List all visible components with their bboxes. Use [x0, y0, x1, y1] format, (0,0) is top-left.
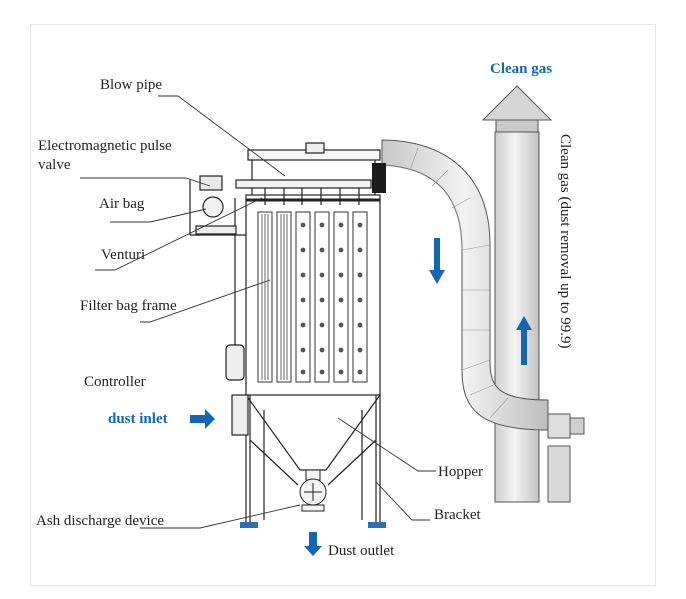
- filter-housing: [189, 142, 381, 525]
- label-air-bag: Air bag: [99, 196, 145, 212]
- stack-up-arrow: [516, 316, 532, 365]
- label-dust-inlet: dust inlet: [108, 411, 168, 427]
- label-hopper: Hopper: [438, 464, 483, 480]
- label-pulse-valve-1: Electromagnetic pulse: [38, 138, 172, 154]
- label-dust-outlet: Dust outlet: [328, 543, 395, 559]
- label-filter-bag-frame: Filter bag frame: [80, 298, 177, 314]
- dust-inlet-arrow: [190, 409, 215, 429]
- dust-outlet-arrow: [304, 532, 322, 556]
- label-bracket: Bracket: [434, 507, 481, 523]
- filter-bags: [257, 211, 368, 383]
- label-clean-gas-top: Clean gas: [490, 61, 553, 77]
- diagram-border: [30, 24, 656, 586]
- left-foot: [240, 522, 258, 528]
- leader-lines: [80, 95, 436, 529]
- label-controller: Controller: [84, 374, 146, 390]
- label-blow-pipe: Blow pipe: [100, 77, 163, 93]
- label-pulse-valve-2: valve: [38, 157, 71, 173]
- ash-discharge-valve: [299, 469, 327, 512]
- duct-down-arrow: [429, 238, 445, 284]
- flow-arrows: [190, 238, 532, 556]
- right-foot: [368, 522, 386, 528]
- label-venturi: Venturi: [101, 247, 146, 263]
- label-ash-discharge: Ash discharge device: [36, 513, 165, 529]
- label-clean-gas-side: Clean gas (dust removal up to 99.9): [557, 134, 573, 349]
